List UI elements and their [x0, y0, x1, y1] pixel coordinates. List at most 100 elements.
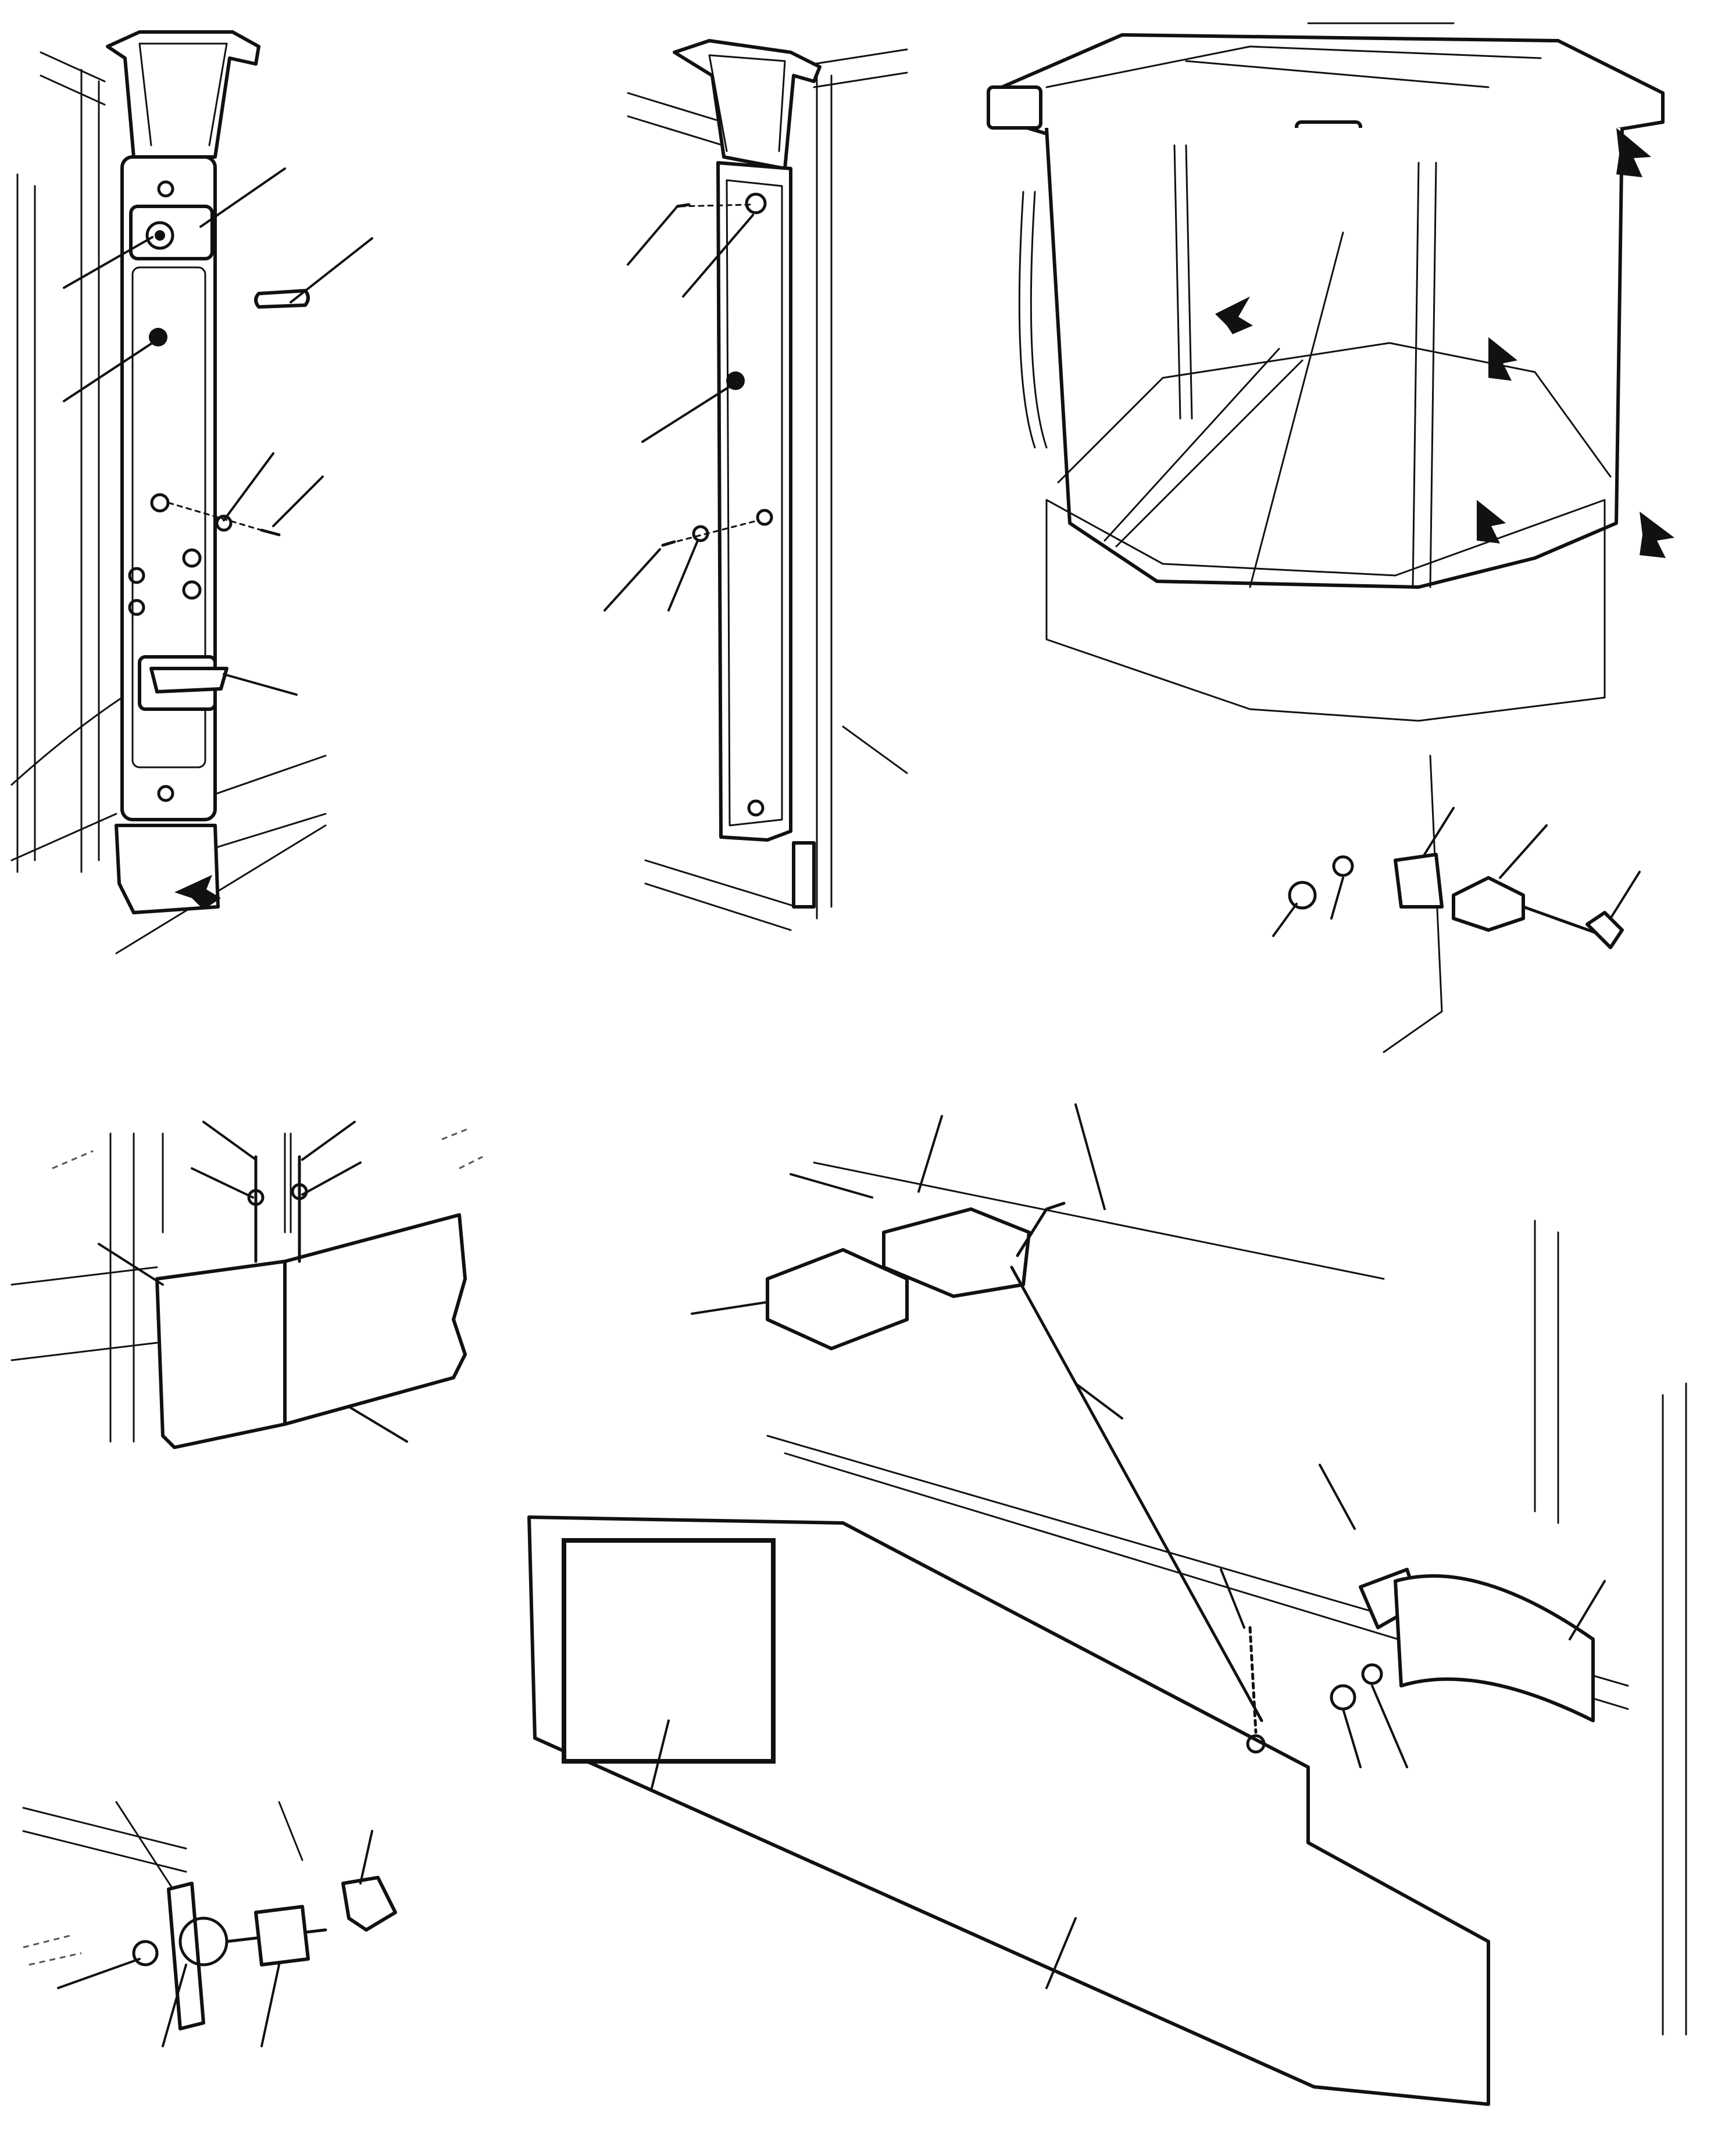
- trim-washer-left: [247, 1189, 265, 1206]
- roof-ribs: [1045, 22, 1542, 88]
- lock-nut: [1330, 1684, 1356, 1711]
- screw: [260, 528, 281, 537]
- leader-lock-washer: [1371, 1685, 1408, 1768]
- view-door-stop-buffer: [1272, 755, 1641, 1053]
- view-cab-overview: [987, 22, 1674, 722]
- inner-pillar: [1173, 144, 1193, 420]
- clip: [745, 192, 767, 214]
- cab-window-curves: [10, 696, 123, 861]
- hinge-rubber-cap: [341, 1876, 397, 1932]
- leader-sill-recess: [650, 1719, 670, 1792]
- rear-cap-facets: [708, 54, 786, 152]
- rear-pillar-top-cap: [673, 39, 822, 170]
- cab-arrow-1: [1215, 296, 1253, 334]
- pillar-top-cap: [106, 30, 260, 159]
- leader-trim-screw-right: [301, 1121, 356, 1161]
- lock-spring-hook: [1016, 1202, 1066, 1257]
- rear-panel-inner-outline: [726, 179, 783, 827]
- leader-trim-left: [98, 1243, 164, 1286]
- cab-window-line-2: [842, 725, 908, 774]
- leader-hinge-plate: [162, 1964, 187, 2047]
- door-upper-lines: [162, 1132, 292, 1233]
- side-hole-1: [128, 567, 145, 584]
- leader-clip: [682, 214, 754, 298]
- sill-trim-recess: [562, 1538, 776, 1764]
- leader-sill-panel: [1045, 1917, 1077, 1989]
- lower-screw-hole: [157, 785, 174, 802]
- switch-knob-centre: [155, 230, 165, 241]
- rear-washer: [692, 525, 709, 542]
- leader-buffer-washer: [1330, 877, 1344, 920]
- view-rear-pillar: [603, 39, 908, 931]
- buffer-nut: [1288, 881, 1317, 910]
- wiper-arms: [1104, 231, 1344, 588]
- hinge-hatch: [23, 1935, 82, 1966]
- lock-cover: [766, 1248, 909, 1350]
- lower-trim-right: [283, 1213, 467, 1426]
- leader-sill-screw: [1220, 1568, 1245, 1629]
- cab-floor-outline: [1057, 342, 1612, 484]
- leader-bracket: [790, 1173, 873, 1199]
- view-front-pillar: [10, 30, 373, 954]
- door-handle-inner: [1394, 1574, 1595, 1722]
- cab-frame-lines-3: [813, 48, 908, 920]
- leader-lock-spring: [1074, 1103, 1106, 1210]
- leader-buffer-bolt: [1609, 871, 1641, 920]
- leader-buffer-bush: [1423, 807, 1455, 856]
- leader-cover: [691, 1301, 769, 1315]
- clip-screw: [676, 203, 691, 208]
- leader-buffer-nut: [1272, 903, 1298, 937]
- upper-screw-hole: [157, 180, 174, 198]
- leader-panel: [63, 342, 153, 402]
- cab-arrow-4: [1616, 128, 1651, 177]
- leader-rear-washer: [667, 539, 699, 612]
- view-lower-door-trim: [10, 1121, 483, 1449]
- door-handle-lever: [149, 667, 228, 693]
- cab-frame-lines-2: [627, 92, 734, 149]
- leader-rear-screw: [603, 548, 661, 612]
- rear-screw-hole: [756, 509, 773, 526]
- door-frame-right: [1534, 1220, 1687, 2036]
- door-pillar: [1412, 162, 1437, 588]
- hinge-background-lines: [22, 1801, 303, 1919]
- leader-door-handle: [1569, 1580, 1606, 1640]
- leader-hinge-rubber: [260, 1964, 280, 2047]
- hinge-nut: [132, 1940, 159, 1966]
- lower-trim-left: [155, 1260, 287, 1449]
- lock-rod: [1010, 1265, 1263, 1722]
- leader-trim-washer-left: [191, 1167, 254, 1199]
- side-hole-3: [182, 548, 202, 568]
- view-door-lock-linkage: [527, 1103, 1687, 2106]
- location-arrow: [174, 875, 221, 910]
- rear-screw: [661, 540, 676, 547]
- side-hole-4: [182, 580, 202, 600]
- cab-arrow-3: [1477, 500, 1506, 544]
- leader-rod-pin: [1319, 1464, 1356, 1530]
- cab-lower-body: [1045, 499, 1606, 722]
- leader-clip-screw: [627, 205, 678, 266]
- sill-screw-hole: [1246, 1734, 1266, 1754]
- leader-rod: [1074, 1382, 1123, 1420]
- cab-floor-lines-2: [644, 859, 798, 931]
- cab-arrow-5: [1640, 512, 1674, 558]
- pin-part: [254, 289, 310, 309]
- leader-hinge-nut: [57, 1958, 141, 1989]
- sill-screw-axis: [1248, 1626, 1258, 1734]
- panel-marker-dot: [149, 328, 167, 346]
- leader-switch: [199, 167, 286, 228]
- clip-axis-line: [679, 203, 751, 208]
- lock-washer: [1361, 1663, 1383, 1685]
- leader-knob: [63, 236, 153, 289]
- view-hinge-buffer: [22, 1801, 397, 2047]
- buffer-washer: [1332, 855, 1354, 877]
- leader-handle: [223, 673, 298, 696]
- cab-arrow-2: [1488, 337, 1517, 381]
- washer: [215, 514, 233, 532]
- rear-screw-axis: [667, 519, 760, 545]
- trim-screw-axes: [254, 1155, 301, 1263]
- switch-knob: [145, 221, 174, 250]
- front-pillar-trim-panel: [120, 155, 217, 821]
- leader-buffer-rubber: [1499, 824, 1548, 879]
- grab-rail: [1018, 191, 1048, 449]
